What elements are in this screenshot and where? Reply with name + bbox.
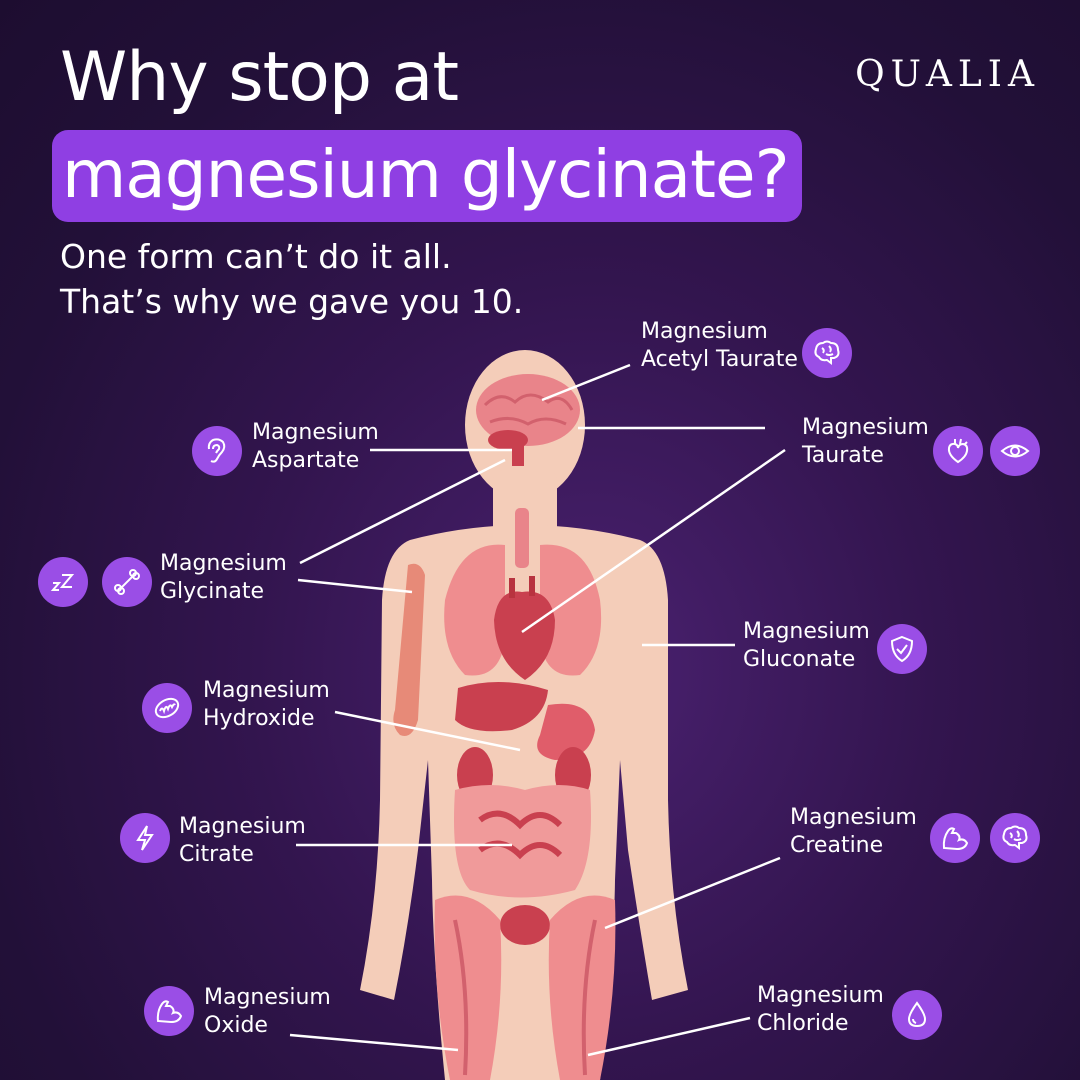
- subtitle-line-2: That’s why we gave you 10.: [60, 282, 524, 321]
- bone-icon: [102, 557, 152, 607]
- headline-highlight: [52, 130, 802, 222]
- shield-icon: [877, 624, 927, 674]
- headline-line-2: magnesium glycinate?: [62, 136, 790, 213]
- mitochondria-icon: [142, 683, 192, 733]
- brain-organ: [476, 374, 580, 466]
- sleep-icon: [38, 557, 88, 607]
- eye-icon: [990, 426, 1040, 476]
- drop-icon: [892, 990, 942, 1040]
- muscle-icon: [144, 986, 194, 1036]
- brain-icon: [990, 813, 1040, 863]
- muscle-icon: [930, 813, 980, 863]
- heart-organ: [494, 576, 555, 680]
- headline-line-1: Why stop at: [60, 38, 459, 117]
- brain-icon: [802, 328, 852, 378]
- brand-logo: QUALIA: [855, 54, 1040, 95]
- ear-icon: [192, 426, 242, 476]
- heart-icon: [933, 426, 983, 476]
- lightning-icon: [120, 813, 170, 863]
- subtitle-line-1: One form can’t do it all.: [60, 237, 452, 276]
- pointer-lines: [289, 363, 786, 1057]
